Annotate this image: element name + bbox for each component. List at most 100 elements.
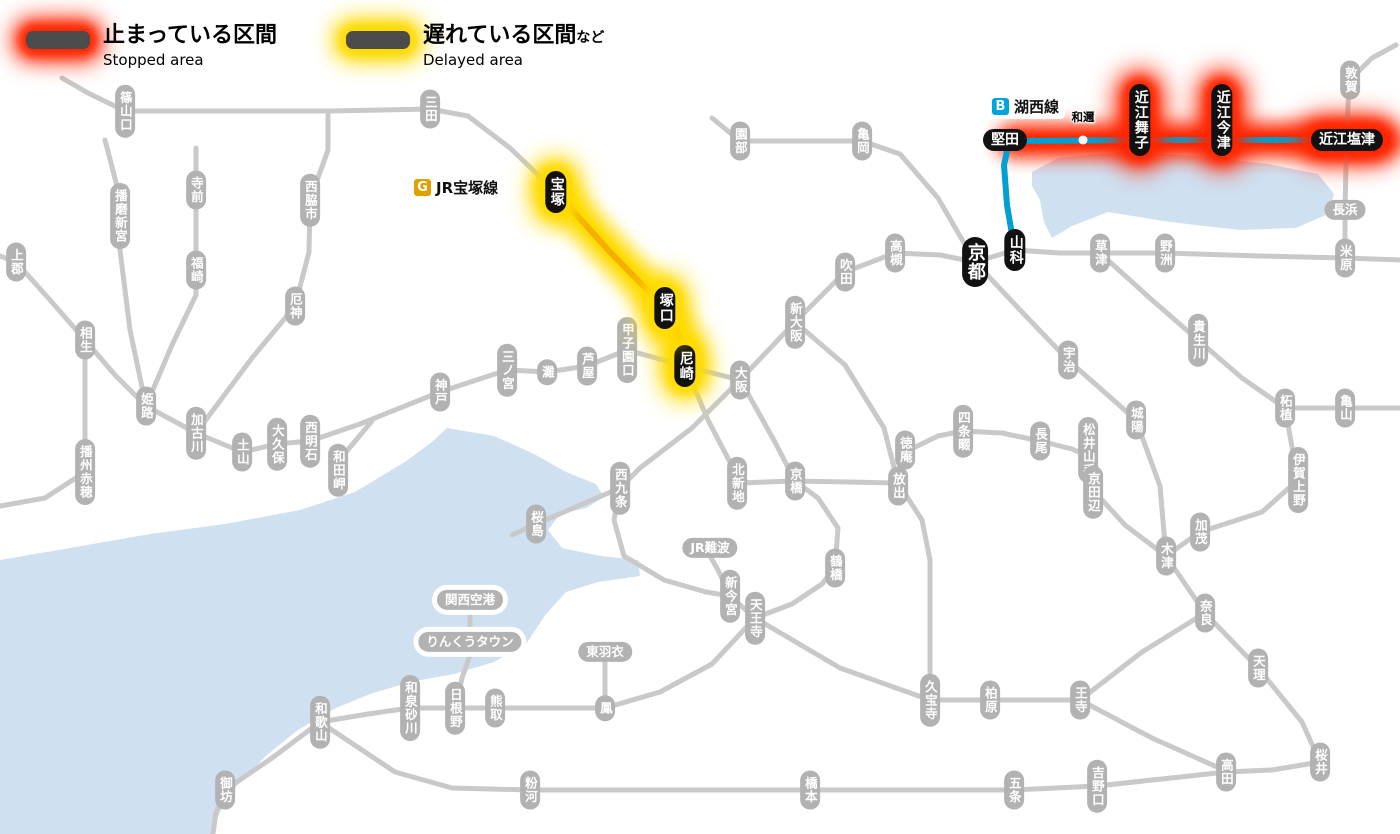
station-pill: 桜島 — [526, 504, 546, 544]
station-pill: 堅田 — [983, 128, 1027, 152]
station-pill: 木津 — [1156, 536, 1176, 576]
station-pill: 近江塩津 — [1311, 128, 1383, 152]
rail-line — [509, 485, 623, 538]
rail-line — [972, 259, 1169, 559]
line-label-jr-takarazuka: G JR宝塚線 — [408, 175, 505, 200]
station-pill: 和歌山 — [310, 695, 330, 749]
station-pill: 篠山口 — [115, 84, 135, 138]
station-pill: 山科 — [1004, 229, 1026, 271]
station-pill: 高槻 — [885, 233, 905, 273]
stopped-area-swatch — [26, 31, 90, 49]
station-pill: 米原 — [1335, 238, 1355, 278]
station-pill: 敦賀 — [1340, 60, 1360, 100]
station-pill: 宇治 — [1058, 340, 1078, 380]
line-badge-g-icon: G — [414, 179, 431, 196]
rail-line — [59, 75, 559, 195]
station-pill: 鳳 — [595, 695, 615, 721]
legend-delayed-sublabel: Delayed area — [423, 50, 523, 69]
station-pill: 宝塚 — [545, 171, 567, 213]
legend-stopped: 止まっている区間 Stopped area — [26, 22, 277, 69]
station-pill: 西九条 — [610, 461, 630, 515]
station-pill: 大久保 — [267, 417, 287, 471]
legend-stopped-sublabel: Stopped area — [103, 50, 204, 69]
station-pill: 長浜 — [1324, 199, 1366, 221]
station-pill: 橋本 — [800, 770, 820, 810]
station-label-wani: 和邇 — [1071, 110, 1095, 124]
station-pill: 加茂 — [1190, 512, 1210, 552]
station-pill: 神戸 — [430, 372, 450, 412]
station-pill: 五条 — [1004, 770, 1024, 810]
station-pill: 芦屋 — [577, 346, 597, 386]
station-pill: 近江今津 — [1211, 84, 1233, 156]
station-pill: 粉河 — [520, 770, 540, 810]
station-pill: 厄神 — [285, 286, 305, 326]
station-pill: 高田 — [1216, 752, 1236, 792]
station-pill: 貴生川 — [1188, 313, 1208, 367]
legend-delayed: 遅れている区間など Delayed area — [346, 22, 604, 69]
station-pill: 久宝寺 — [920, 673, 940, 727]
station-pill: 関西空港 — [436, 589, 504, 611]
water-body — [1032, 152, 1334, 238]
station-pill: 新今宮 — [720, 569, 740, 623]
line-label-text: 湖西線 — [1014, 98, 1060, 116]
line-label-kosei: B 湖西線 — [986, 94, 1066, 119]
legend-stopped-label: 止まっている区間 — [103, 23, 278, 48]
station-pill: 北新地 — [727, 456, 747, 510]
station-pill: 塚口 — [654, 287, 676, 329]
station-pill: 吉野口 — [1087, 759, 1107, 813]
station-pill: 西明石 — [300, 414, 320, 468]
station-pill: 放出 — [888, 466, 908, 506]
legend-delayed-label: 遅れている区間など — [423, 23, 605, 48]
small-station-dot — [1078, 135, 1088, 145]
legend: 止まっている区間 Stopped area 遅れている区間など Delayed … — [0, 22, 1400, 82]
station-pill: 奈良 — [1195, 593, 1215, 633]
station-pill: JR難波 — [682, 537, 738, 559]
delayed-area-swatch — [346, 31, 410, 49]
station-pill: 鶴橋 — [825, 548, 845, 588]
station-pill: 和田岬 — [328, 443, 348, 497]
rail-line — [193, 109, 331, 436]
rail-line — [1077, 610, 1208, 703]
station-pill: 播州赤穂 — [75, 439, 95, 505]
rail-line — [0, 337, 88, 509]
station-pill: 寺前 — [186, 170, 206, 210]
station-pill: 三ノ宮 — [497, 343, 517, 397]
station-pill: 四条畷 — [953, 404, 973, 458]
station-pill: 亀岡 — [852, 121, 872, 161]
station-pill: りんくうタウン — [418, 631, 522, 653]
station-pill: 和泉砂川 — [400, 675, 420, 741]
station-pill: 三田 — [420, 89, 440, 129]
station-pill: 柘植 — [1275, 388, 1295, 428]
station-pill: 上郡 — [6, 242, 26, 282]
station-pill: 熊取 — [485, 688, 505, 728]
station-pill: 城陽 — [1126, 400, 1146, 440]
station-pill: 播磨新宮 — [110, 183, 130, 249]
station-pill: 亀山 — [1335, 388, 1355, 428]
station-pill: 姫路 — [136, 386, 156, 426]
station-pill: 新大阪 — [785, 295, 805, 349]
station-pill: 京田辺 — [1083, 465, 1103, 519]
station-pill: 王寺 — [1070, 680, 1090, 720]
rail-line — [1077, 697, 1229, 774]
station-pill: 天王寺 — [745, 591, 765, 645]
station-pill: 近江舞子 — [1129, 84, 1151, 156]
water-body — [0, 428, 640, 834]
station-pill: 福崎 — [186, 250, 206, 290]
station-pill: 大阪 — [730, 360, 750, 400]
station-pill: 土山 — [232, 432, 252, 472]
line-label-text: JR宝塚線 — [436, 179, 499, 197]
station-pill: 東羽衣 — [578, 641, 632, 663]
station-pill: 京橋 — [785, 461, 805, 501]
station-pill: 伊賀上野 — [1288, 447, 1308, 513]
station-pill: 草津 — [1090, 233, 1110, 273]
station-pill: 御坊 — [215, 770, 235, 810]
station-pill: 尼崎 — [674, 345, 696, 387]
station-pill: 吹田 — [835, 252, 855, 292]
station-pill: 野洲 — [1155, 233, 1175, 273]
station-pill: 日根野 — [445, 681, 465, 735]
rail-line — [102, 137, 149, 409]
station-pill: 柏原 — [980, 680, 1000, 720]
station-pill: 甲子園口 — [617, 317, 637, 383]
station-pill: 西脇市 — [300, 173, 320, 227]
